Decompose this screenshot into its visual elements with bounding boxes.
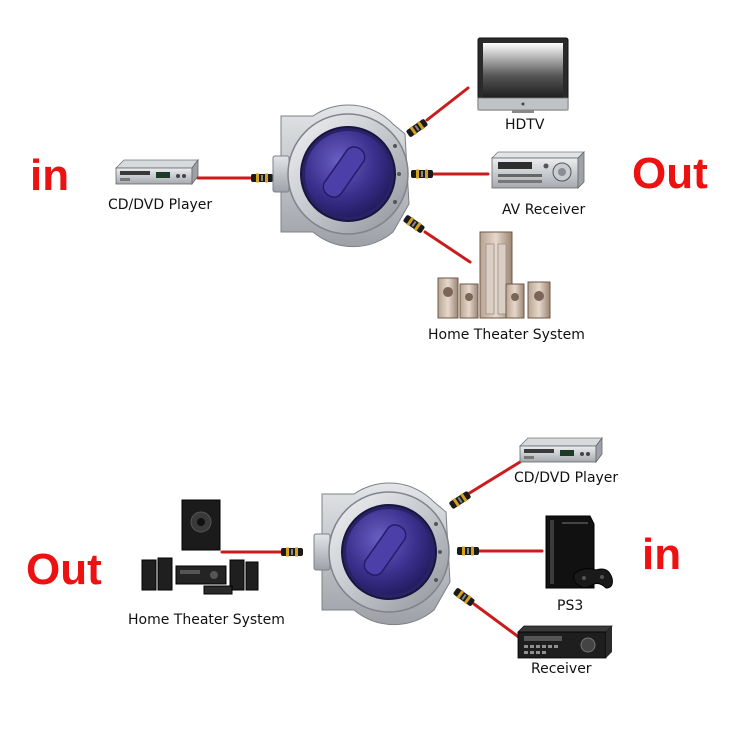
receiver-icon <box>517 625 613 659</box>
cable-switch-to-home-theater <box>423 230 472 264</box>
cable-dvd-to-switch <box>466 460 522 496</box>
hdtv-label: HDTV <box>505 117 545 133</box>
connector-plug <box>402 214 426 234</box>
home-theater-icon <box>141 499 259 595</box>
top-diagram <box>115 37 585 319</box>
bottom-input-label: in <box>642 530 682 579</box>
av-receiver-icon <box>491 151 585 189</box>
cable-switch-to-hdtv <box>425 86 470 122</box>
top-input-label: in <box>30 151 70 200</box>
bottom-home-theater-label: Home Theater System <box>128 612 285 628</box>
selector-switch <box>272 103 410 248</box>
connector-plug <box>452 586 476 608</box>
home-theater-icon <box>437 231 551 319</box>
bottom-cables <box>220 460 544 640</box>
top-home-theater-label: Home Theater System <box>428 327 585 343</box>
av-receiver-label: AV Receiver <box>502 202 586 218</box>
bottom-dvd-player-label: CD/DVD Player <box>514 470 619 486</box>
connector-plug <box>251 173 273 183</box>
selector-switch <box>313 481 451 626</box>
connector-plug <box>457 546 479 556</box>
cable-receiver-to-switch <box>472 602 522 640</box>
connector-plug <box>405 118 429 138</box>
game-console-icon <box>545 515 613 589</box>
dvd-player-icon <box>115 159 199 185</box>
connector-plug <box>281 547 303 557</box>
bottom-diagram <box>141 437 613 659</box>
top-cables <box>196 86 490 264</box>
top-output-label: Out <box>632 149 708 198</box>
connector-plug <box>411 169 433 179</box>
connector-plug <box>448 490 472 510</box>
tv-icon <box>477 37 569 113</box>
receiver-label: Receiver <box>531 661 592 677</box>
dvd-player-icon <box>519 437 603 463</box>
bottom-output-label: Out <box>26 545 102 594</box>
ps3-label: PS3 <box>557 598 584 614</box>
top-source-device-label: CD/DVD Player <box>108 197 213 213</box>
